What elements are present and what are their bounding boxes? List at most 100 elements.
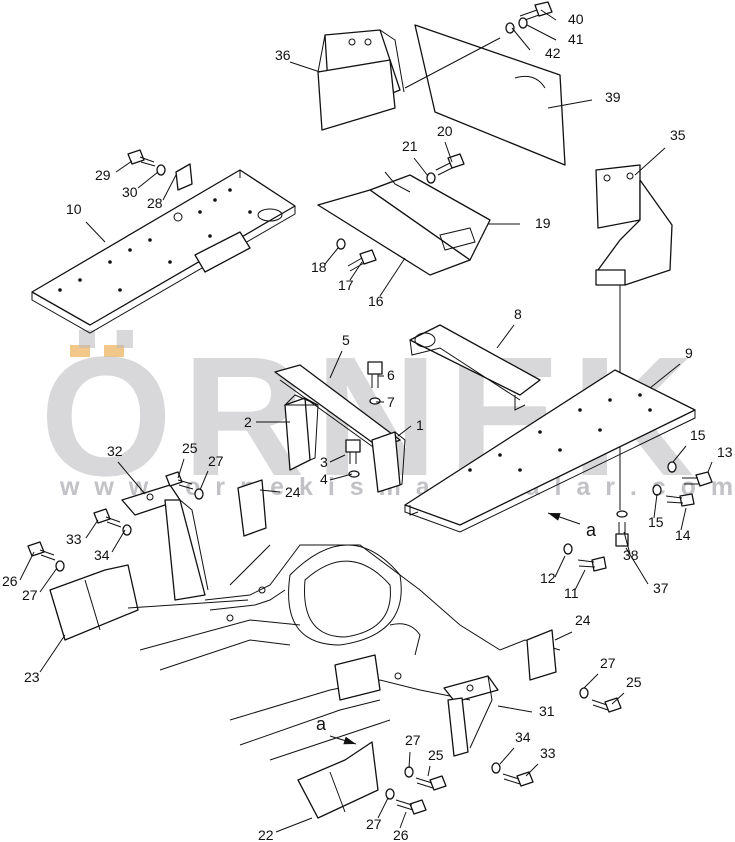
leader-line-c27e [377, 797, 389, 819]
callout-label-c25a: 25 [182, 440, 198, 456]
part-32-left-bracket [121, 484, 209, 601]
leader-line-c15a [672, 445, 687, 463]
leader-line-c9 [649, 363, 681, 389]
callout-label-c27d: 27 [405, 732, 421, 748]
part-25-bolt-lower [415, 775, 447, 791]
part-40-bolt [519, 1, 553, 22]
callout-label-c15b: 15 [648, 514, 664, 530]
part-7-washer [369, 397, 381, 405]
part-27-washer-c [579, 687, 589, 699]
leader-line-c10 [85, 221, 106, 243]
arrow-a-lower-label: a [316, 714, 327, 734]
part-38-washer [616, 510, 628, 518]
callout-label-c14: 14 [675, 527, 691, 543]
leader-line-c29 [115, 160, 133, 173]
leader-line-c27d [408, 751, 411, 769]
part-29-bolt [127, 149, 156, 167]
part-30-washer [156, 164, 166, 176]
leader-line-c21 [413, 157, 429, 177]
part-35-right-bracket [595, 164, 673, 510]
machine-chassis [139, 544, 561, 761]
callout-label-c26a: 26 [2, 573, 18, 589]
part-36-cover-box [317, 29, 405, 131]
leader-line-c40 [540, 9, 557, 21]
leader-line-c39 [547, 99, 593, 109]
leader-line-c26a [19, 551, 35, 581]
part-19-bracket-plate [317, 171, 491, 276]
leader-line-c20 [444, 141, 453, 163]
callout-label-c33b: 33 [540, 745, 556, 761]
part-8-rear-bracket [409, 324, 541, 411]
leader-line-c33a [85, 519, 99, 539]
callout-label-c23: 23 [24, 669, 40, 685]
leader-line-c28 [162, 174, 177, 201]
leader-line-c1 [397, 425, 412, 437]
callout-label-c11: 11 [564, 585, 579, 601]
leader-line-c18 [324, 247, 339, 265]
callout-label-c35: 35 [670, 127, 686, 143]
part-42-washer [505, 22, 515, 34]
part-2-mount [283, 394, 319, 471]
callout-label-c28: 28 [147, 195, 163, 211]
watermark-umlaut-dot-left [70, 345, 90, 357]
part-22-guard [297, 741, 379, 819]
leader-line-c30 [137, 171, 159, 189]
leader-line-c4 [329, 473, 353, 481]
leader-line-c38 [623, 531, 631, 555]
part-3-bolt [345, 439, 361, 464]
part-26-bolt-upper [27, 541, 56, 561]
leader-line-c13 [707, 461, 713, 473]
part-31-lower-bracket [443, 675, 499, 757]
leader-lines [19, 9, 713, 833]
part-15-washer-lower [652, 484, 662, 496]
view-arrows: aa [316, 512, 597, 745]
callout-label-c19: 19 [535, 215, 551, 231]
callout-label-c18: 18 [311, 259, 327, 275]
arrow-a-upper-head [548, 513, 561, 521]
callout-label-c22: 22 [258, 827, 274, 842]
callout-label-c16: 16 [368, 293, 384, 309]
leader-line-c37 [625, 547, 649, 585]
callout-label-c12: 12 [540, 570, 556, 586]
part-34-washer-lower [491, 762, 501, 774]
callout-label-c33a: 33 [66, 531, 82, 547]
part-34-washer-upper [122, 524, 132, 536]
callout-label-c6: 6 [387, 367, 395, 383]
callout-label-c1: 1 [416, 417, 424, 433]
callout-label-c27a: 27 [208, 453, 224, 469]
leader-line-c16 [379, 257, 406, 297]
part-12-washer [563, 543, 573, 555]
callout-label-c3: 3 [320, 454, 328, 470]
leader-line-c27b [39, 567, 58, 593]
callout-label-c20: 20 [437, 123, 453, 139]
callout-label-c27c: 27 [600, 655, 616, 671]
leader-line-c27a [199, 470, 209, 491]
part-33-bolt-lower [502, 771, 534, 787]
leader-line-c25b [611, 692, 625, 705]
part-1-mount [371, 431, 406, 493]
callout-label-c13: 13 [717, 444, 733, 460]
callout-label-c25b: 25 [626, 674, 642, 690]
callout-label-c34b: 34 [515, 729, 531, 745]
leader-line-c34a [111, 529, 126, 553]
leader-line-c8 [496, 324, 515, 349]
leader-line-c32 [117, 461, 146, 495]
part-13-bolt [682, 471, 713, 487]
leader-line-c23 [39, 634, 66, 673]
callout-label-c27e: 27 [366, 816, 382, 832]
part-11-bolt [577, 556, 607, 572]
callout-label-c32: 32 [107, 443, 123, 459]
callout-label-c9: 9 [685, 345, 693, 361]
callout-label-c31: 31 [539, 703, 555, 719]
part-23-guard [49, 564, 249, 641]
part-25-bolt-lower-right [591, 697, 622, 713]
part-4-washer [348, 470, 360, 478]
callout-label-c2: 2 [244, 414, 252, 430]
callout-label-c42: 42 [545, 45, 561, 61]
leader-line-c11 [574, 569, 586, 591]
part-33-bolt-upper [93, 508, 122, 528]
leader-line-c5 [329, 350, 343, 379]
leader-line-c42 [511, 27, 531, 51]
callout-label-c27b: 27 [22, 587, 38, 603]
